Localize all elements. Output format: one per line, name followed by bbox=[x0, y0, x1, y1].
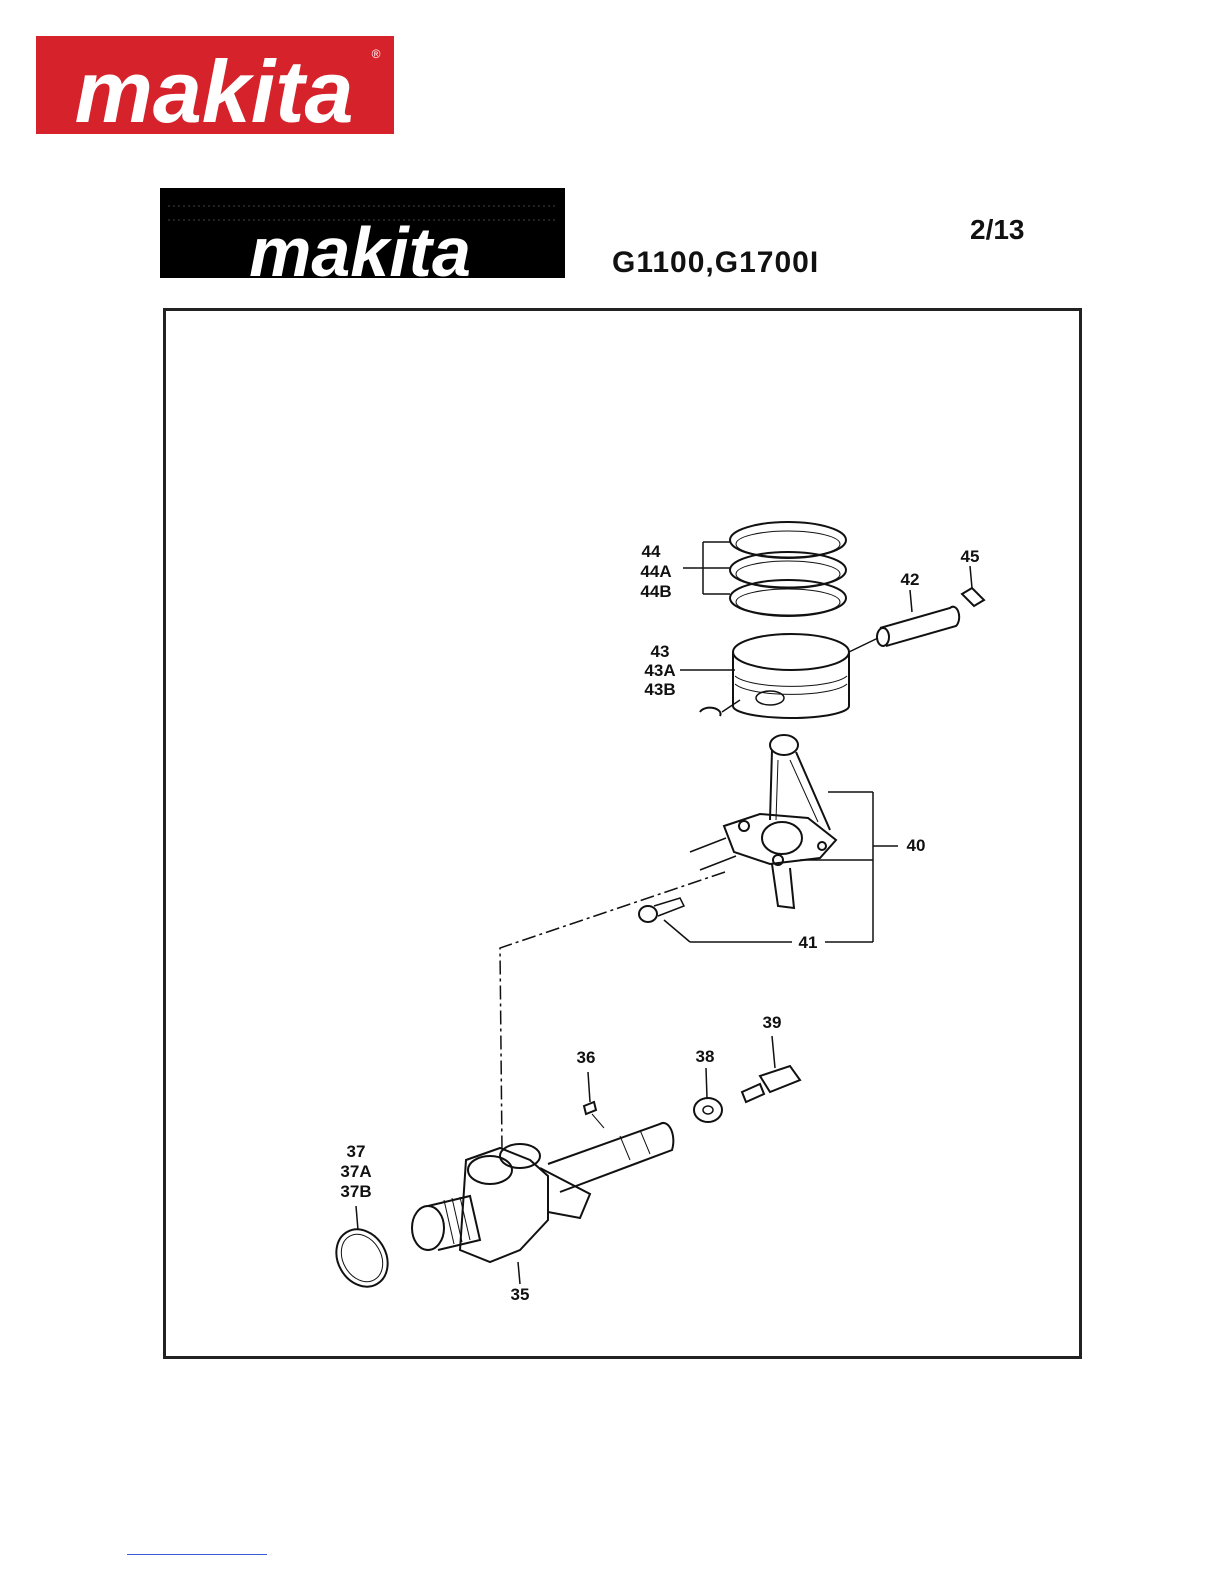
oil-seal bbox=[326, 1206, 398, 1296]
piston-rings bbox=[730, 522, 846, 616]
woodruff-key bbox=[584, 1072, 604, 1128]
label-41: 41 bbox=[799, 933, 818, 952]
label-35: 35 bbox=[511, 1285, 530, 1304]
leader-44 bbox=[683, 542, 730, 594]
label-44: 44 bbox=[642, 542, 661, 561]
label-38: 38 bbox=[696, 1047, 715, 1066]
label-37b: 37B bbox=[340, 1182, 371, 1201]
alignment-line bbox=[500, 872, 725, 1150]
piston-pin bbox=[877, 590, 959, 646]
label-43b: 43B bbox=[644, 680, 675, 699]
label-43a: 43A bbox=[644, 661, 675, 680]
circlip-upper bbox=[962, 566, 984, 606]
label-45: 45 bbox=[961, 547, 980, 566]
label-37a: 37A bbox=[340, 1162, 371, 1181]
crank-bolt bbox=[742, 1036, 800, 1102]
connecting-rod bbox=[690, 735, 836, 908]
label-37: 37 bbox=[347, 1142, 366, 1161]
footer-link-underline[interactable] bbox=[127, 1554, 267, 1555]
rod-bolt bbox=[639, 898, 792, 942]
label-43: 43 bbox=[651, 642, 670, 661]
crankshaft bbox=[412, 1123, 673, 1284]
washer bbox=[694, 1068, 722, 1122]
label-42: 42 bbox=[901, 570, 920, 589]
label-39: 39 bbox=[763, 1013, 782, 1032]
piston bbox=[680, 634, 878, 718]
label-36: 36 bbox=[577, 1048, 596, 1067]
label-44a: 44A bbox=[640, 562, 671, 581]
label-40: 40 bbox=[907, 836, 926, 855]
label-44b: 44B bbox=[640, 582, 671, 601]
